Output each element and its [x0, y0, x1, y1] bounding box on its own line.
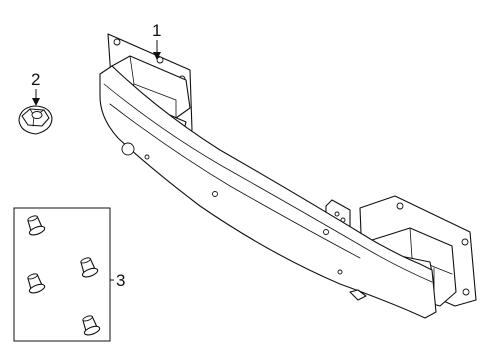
- callout-2-arrowhead: [32, 98, 40, 106]
- right-bracket-hole-3: [462, 288, 470, 296]
- beam-hole-left: [121, 142, 135, 156]
- rivet-nut-1: [27, 215, 46, 236]
- right-bracket-hole-1: [396, 202, 404, 210]
- nut-thread-hole: [31, 111, 43, 119]
- rivet-kit-frame: [13, 207, 111, 342]
- rivet-nut-2: [27, 273, 46, 294]
- bumper-reinforcement-beam: [99, 33, 477, 319]
- beam-hole-right-2: [337, 269, 343, 275]
- callout-1-arrowhead: [153, 52, 161, 60]
- main-beam-lower-crease: [109, 103, 361, 259]
- callout-1: 1: [152, 21, 161, 60]
- rivet-kit-box: [13, 207, 111, 342]
- beam-hole-mid: [212, 191, 218, 197]
- tab-hole-1: [334, 211, 340, 217]
- callout-number-2: 2: [31, 70, 40, 89]
- rivet-nut-3: [80, 257, 99, 278]
- right-bracket-hole-2: [461, 238, 469, 246]
- beam-bottom-clip: [349, 289, 367, 301]
- callout-2: 2: [31, 70, 40, 106]
- rivet-nut-4: [82, 315, 101, 336]
- left-bracket-hole-1: [113, 38, 121, 46]
- beam-hole-right-1: [323, 229, 329, 235]
- callout-number-1: 1: [152, 21, 161, 40]
- main-beam-top-crease: [103, 83, 433, 283]
- callout-3: 3: [110, 271, 125, 290]
- flange-nut: [18, 105, 53, 135]
- callout-number-3: 3: [116, 271, 125, 290]
- beam-hole-small-1: [144, 154, 150, 160]
